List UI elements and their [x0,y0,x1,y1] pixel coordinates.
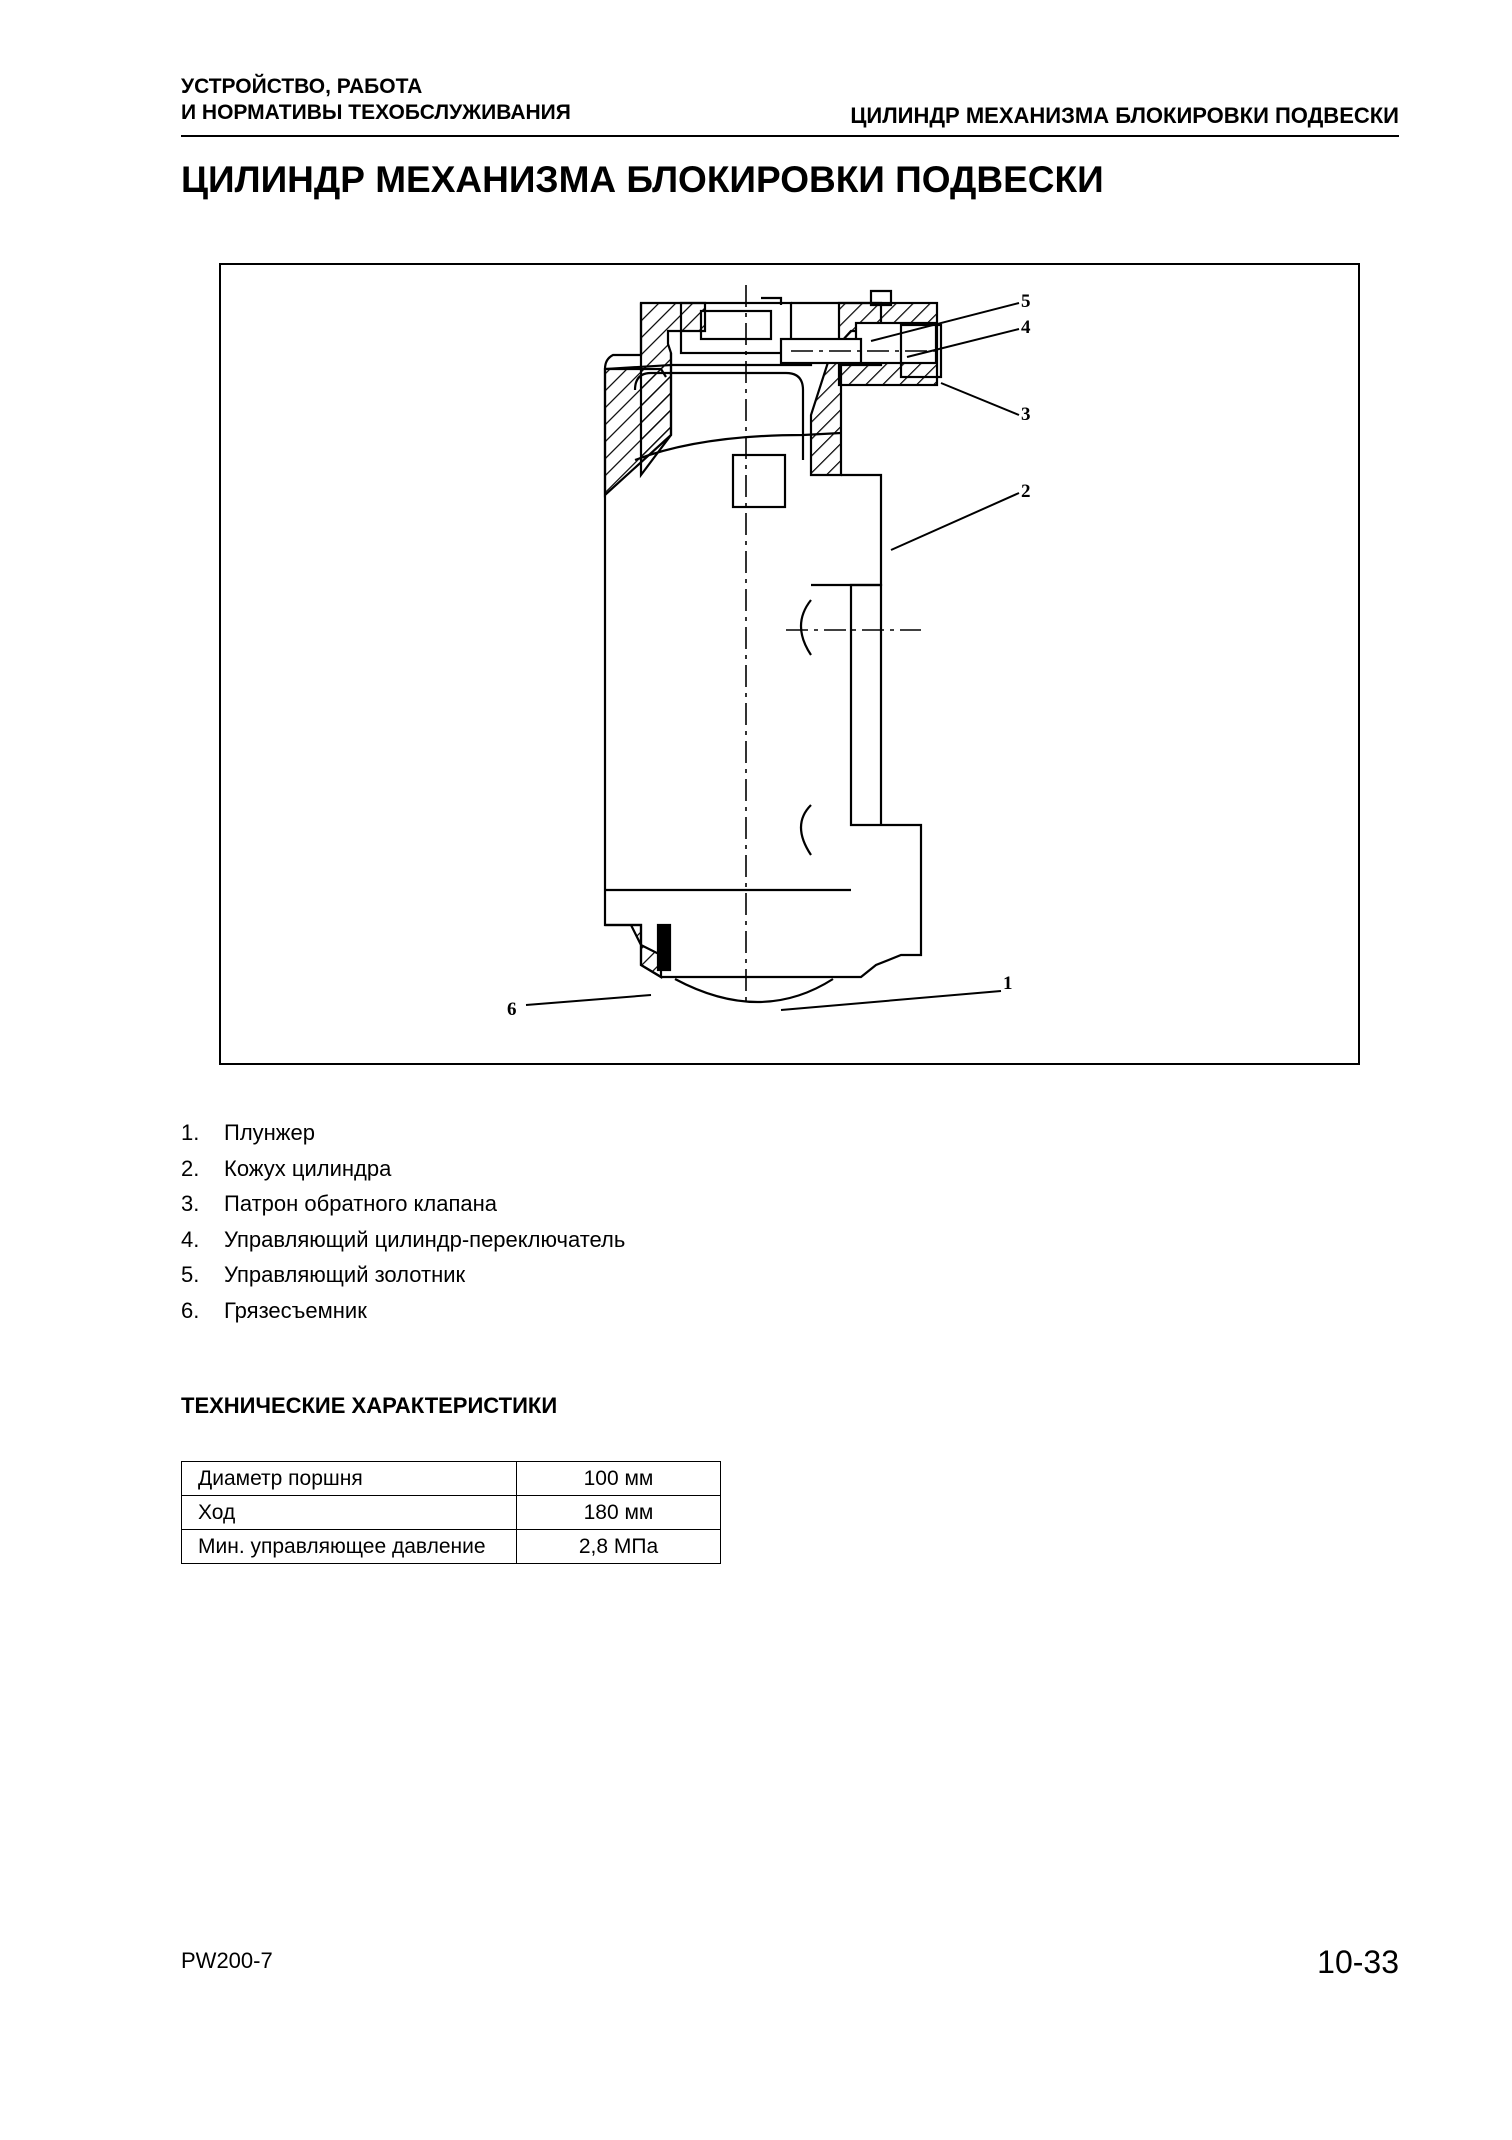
legend-number: 3. [181,1191,200,1216]
hatched-upper-left-wall [603,363,673,498]
table-row: Диаметр поршня 100 мм [181,1461,721,1496]
leader-1 [780,990,1002,1011]
callout-3: 3 [1021,404,1031,425]
legend-item: 5. Управляющий золотник [181,1257,625,1293]
top-plug-inner [699,309,773,341]
legend-text: Грязесъемник [224,1297,367,1323]
legend-text: Управляющий цилиндр-переключатель [224,1226,626,1252]
leader-5 [870,302,1020,342]
legend-number: 2. [181,1155,200,1181]
control-valve-cap [869,289,893,307]
running-header-line-2: И НОРМАТИВЫ ТЕХОБСЛУЖИВАНИЯ [181,101,571,124]
callout-2: 2 [1021,481,1031,502]
legend-text: Кожух цилиндра [224,1155,392,1181]
side-port-boss [811,583,883,825]
specs-table: Диаметр поршня 100 мм Ход 180 мм Мин. уп… [181,1461,721,1564]
legend-text: Патрон обратного клапана [224,1191,498,1216]
header-rule [181,135,1399,137]
callout-4: 4 [1021,317,1031,338]
bottom-gland [605,923,663,979]
parts-legend: 1. Плунжер 2. Кожух цилиндра 3. Патрон обра… [181,1115,625,1328]
legend-text: Управляющий золотник [224,1262,466,1287]
page-title: ЦИЛИНДР МЕХАНИЗМА БЛОКИРОВКИ ПОДВЕСКИ [181,159,1104,200]
specs-heading: ТЕХНИЧЕСКИЕ ХАРАКТЕРИСТИКИ [181,1393,558,1418]
cylinder-drawing-frame: 5 4 3 2 1 6 [219,263,1360,1065]
spec-value: 180 мм [516,1495,721,1530]
control-valve-bolt [761,296,783,305]
inner-bore [633,371,805,460]
footer-model: PW200-7 [181,1948,273,1973]
inner-bore-shoulder [634,431,842,462]
control-valve-spool [854,321,938,365]
cylinder-cross-section-drawing: 5 4 3 2 1 6 [507,285,1031,1020]
leader-2 [890,492,1020,551]
running-header-section: УСТРОЙСТВО, РАБОТА И НОРМАТИВЫ ТЕХОБСЛУЖ… [181,74,571,126]
running-header-chapter: ЦИЛИНДР МЕХАНИЗМА БЛОКИРОВКИ ПОДВЕСКИ [850,103,1399,128]
leader-4 [906,328,1020,358]
legend-item: 1. Плунжер [181,1115,625,1151]
side-port-bulge [799,599,812,656]
table-row: Мин. управляющее давление 2,8 МПа [181,1529,721,1564]
callout-6: 6 [507,999,517,1020]
leader-3 [940,382,1020,416]
plunger-bottom [674,978,834,1004]
legend-item: 4. Управляющий цилиндр-переключатель [181,1222,625,1258]
top-plug [679,301,793,355]
legend-text: Плунжер [224,1120,315,1145]
legend-number: 6. [181,1297,200,1323]
dust-wiper-seal [656,923,672,972]
leader-6 [525,994,652,1006]
pilot-switch [899,323,943,379]
callout-5: 5 [1021,291,1031,312]
inner-notch [731,453,787,509]
legend-number: 4. [181,1226,200,1252]
legend-item: 6. Грязесъемник [181,1293,625,1329]
side-port-bulge-lower [799,804,812,856]
page-number: 10-33 [1317,1944,1399,1980]
spec-value: 2,8 МПа [516,1529,721,1564]
legend-item: 2. Кожух цилиндра [181,1151,625,1187]
running-header-line-1: УСТРОЙСТВО, РАБОТА [181,75,423,98]
legend-number: 1. [181,1120,200,1145]
spec-label: Диаметр поршня [181,1461,517,1496]
spec-label: Ход [181,1495,517,1530]
legend-number: 5. [181,1262,200,1287]
legend-item: 3. Патрон обратного клапана [181,1186,625,1222]
spec-value: 100 мм [516,1461,721,1496]
cylinder-body-outline [603,473,923,979]
table-row: Ход 180 мм [181,1495,721,1530]
spec-label: Мин. управляющее давление [181,1529,517,1564]
callout-1: 1 [1003,973,1013,994]
